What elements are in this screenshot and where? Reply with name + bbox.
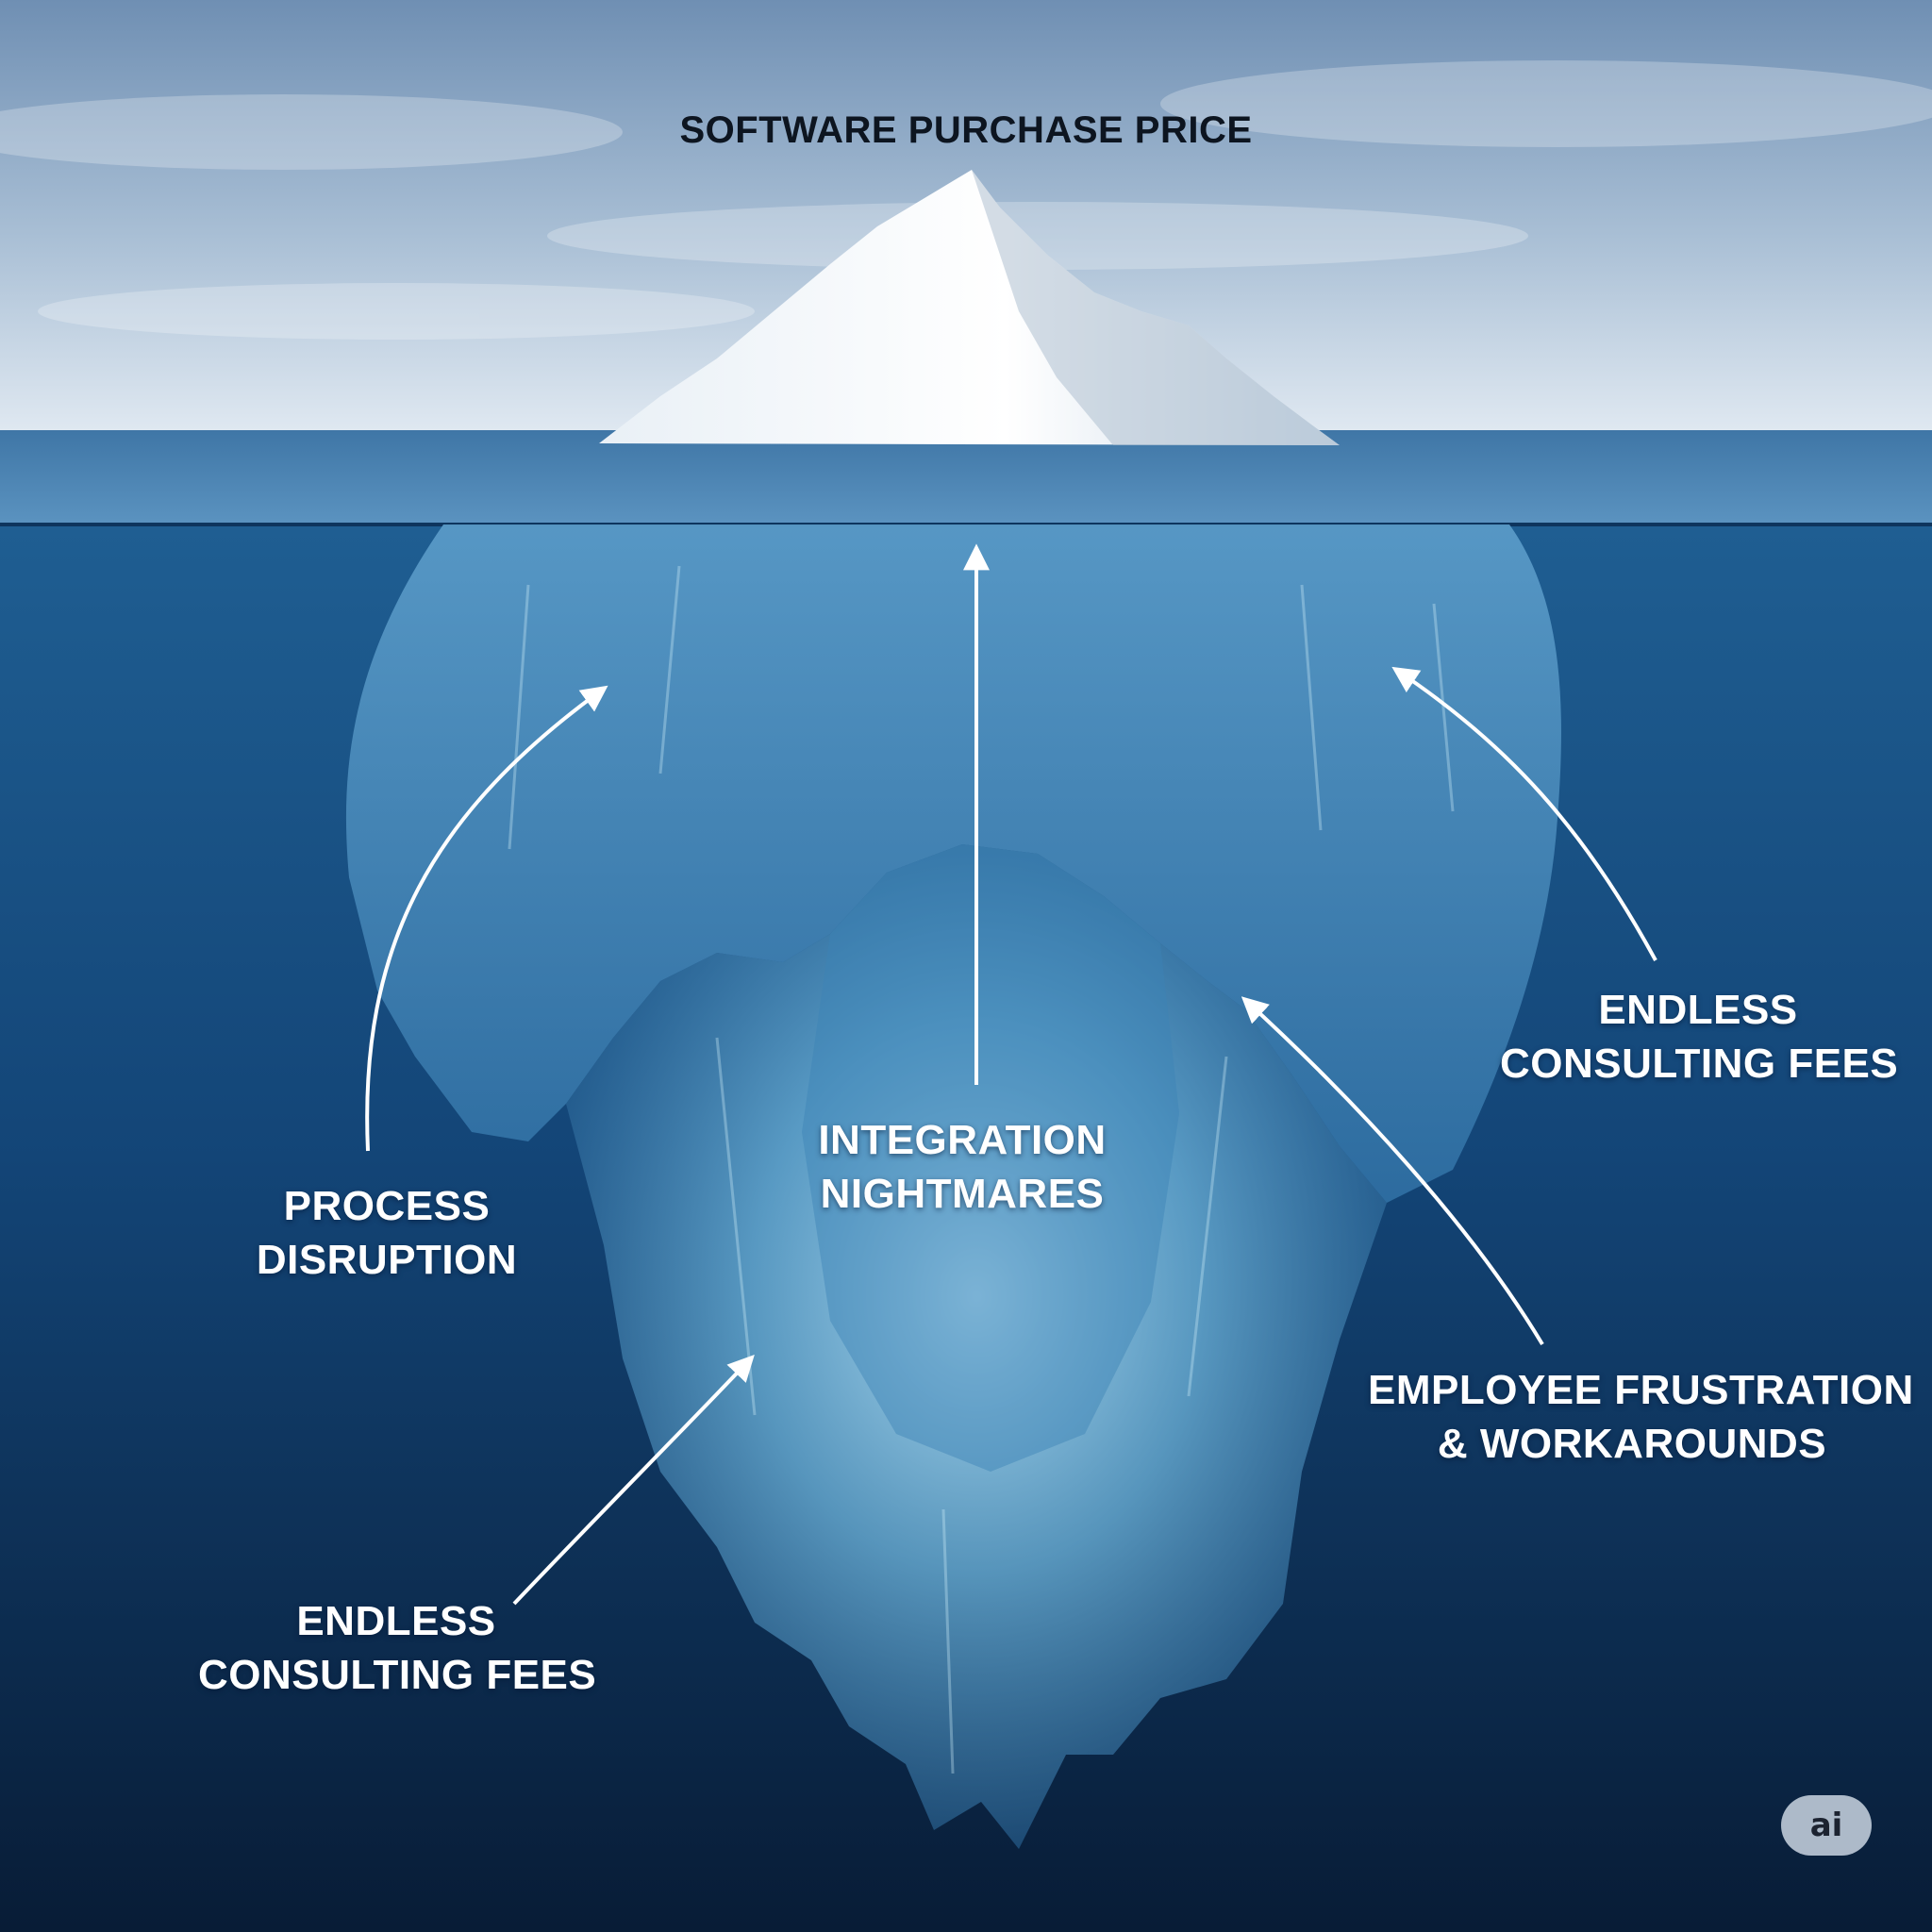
label-integration-nightmares: INTEGRATION NIGHTMARES [818, 1117, 1107, 1218]
ai-badge: ai [1781, 1795, 1872, 1856]
iceberg-inner-core [802, 844, 1179, 1472]
clouds [0, 60, 1932, 340]
arrow-process [365, 685, 608, 1152]
label-process-disruption: PROCESS DISRUPTION [256, 1183, 518, 1284]
label-software-purchase-price: SOFTWARE PURCHASE PRICE [679, 109, 1253, 151]
ice-streaks [508, 565, 1455, 1774]
iceberg-peak-shadow [972, 170, 1340, 445]
iceberg-underwater-upper [345, 525, 1561, 1203]
arrows [365, 543, 1657, 1606]
label-employee-frustration: EMPLOYEE FRUSTRATION & WORKAROUNDS [1368, 1367, 1914, 1468]
label-endless-consulting-fees-right: ENDLESS CONSULTING FEES [1500, 987, 1899, 1088]
water-surface [0, 430, 1932, 525]
arrow-employee [1241, 996, 1544, 1346]
label-endless-consulting-fees-left: ENDLESS CONSULTING FEES [198, 1598, 597, 1699]
arrow-consulting-left [512, 1354, 755, 1606]
arrow-consulting-right [1391, 666, 1657, 961]
iceberg-underwater-lower [566, 844, 1387, 1849]
